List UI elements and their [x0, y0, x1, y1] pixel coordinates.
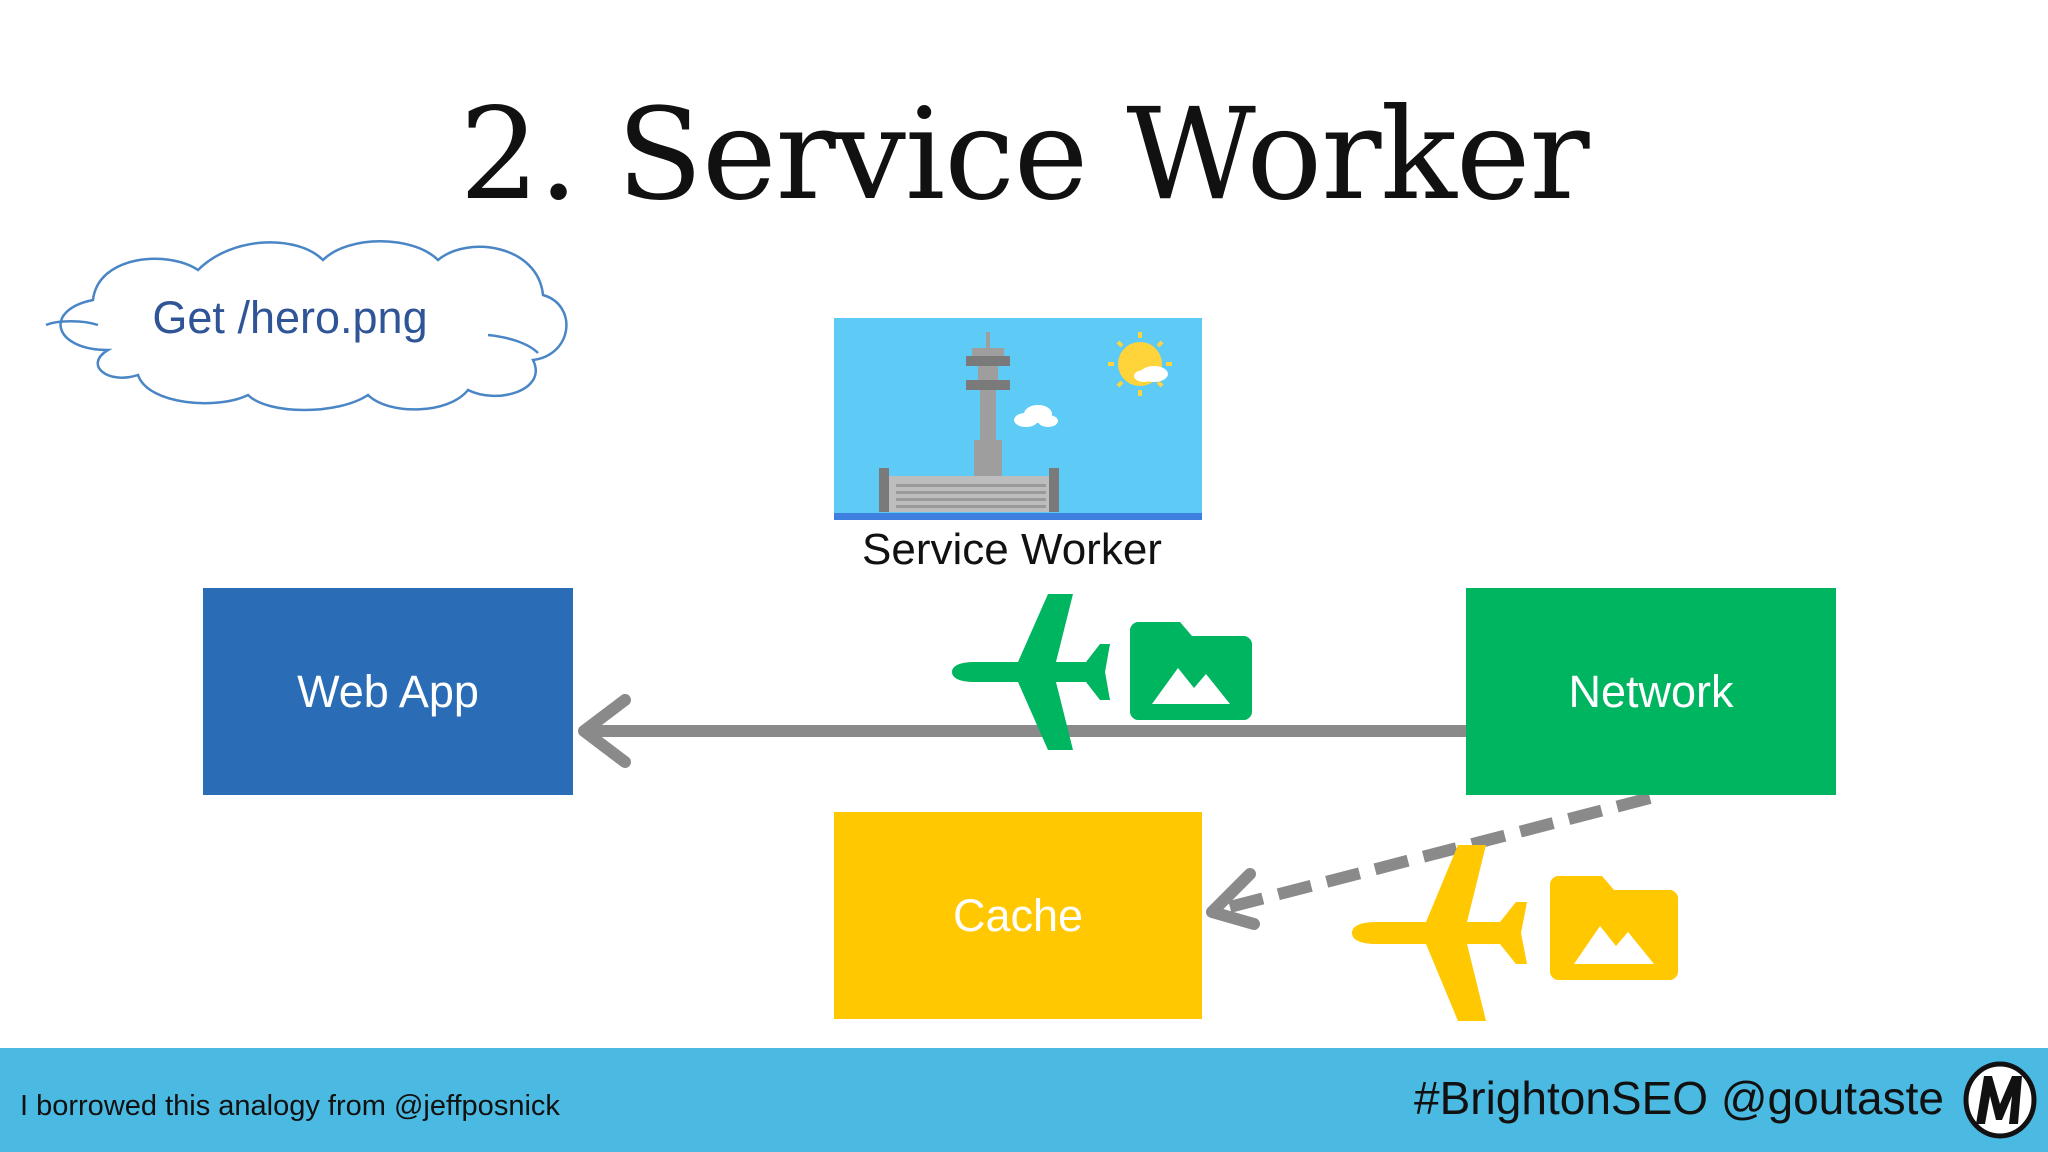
- web-app-label: Web App: [297, 665, 479, 717]
- airplane-icon: [952, 594, 1110, 750]
- cache-box: Cache: [834, 812, 1202, 1019]
- image-folder-icon: [1550, 876, 1678, 980]
- web-app-box: Web App: [203, 588, 573, 795]
- footer-credit: I borrowed this analogy from @jeffposnic…: [20, 1090, 560, 1122]
- callout-cloud-icon: [45, 240, 568, 412]
- footer-hashtag: #BrightonSEO @goutaste: [1413, 1072, 1944, 1124]
- network-label: Network: [1568, 665, 1734, 717]
- callout-text: Get /hero.png: [152, 292, 428, 343]
- slide-title: 2. Service Worker: [459, 81, 1589, 228]
- m-logo-icon: [1963, 1061, 2037, 1139]
- airplane-icon: [1352, 845, 1527, 1021]
- cache-label: Cache: [952, 889, 1084, 941]
- control-tower-icon: [834, 318, 1202, 520]
- footer-bar: [0, 1048, 2048, 1152]
- network-box: Network: [1466, 588, 1836, 795]
- service-worker-label: Service Worker: [862, 525, 1162, 574]
- image-folder-icon: [1130, 622, 1252, 720]
